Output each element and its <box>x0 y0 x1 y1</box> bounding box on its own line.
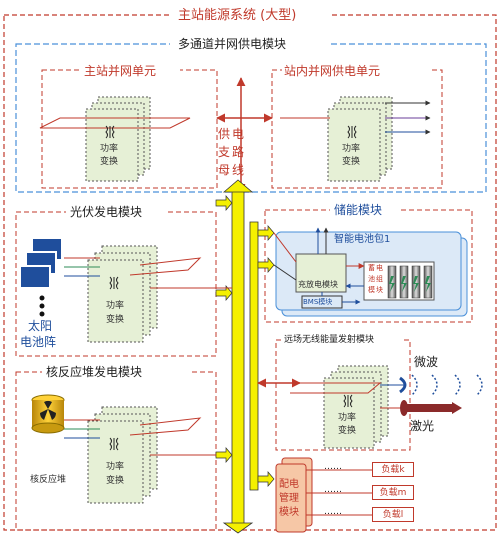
converter-label-pv-2: 变换 <box>106 315 125 325</box>
pv-converter-stack <box>64 245 232 343</box>
bus-label-4: 路 <box>232 145 245 159</box>
battery-group-label-3: 池 <box>368 275 375 283</box>
smart-battery-label: 智能电池包1 <box>334 234 391 245</box>
outer-frame <box>3 14 497 531</box>
converter-label-main-2: 变换 <box>100 157 119 167</box>
battery-group-label-2: 电 <box>376 264 383 272</box>
battery-group-label-4: 组 <box>376 275 383 283</box>
bus-label-5: 母 <box>218 163 231 177</box>
load-k: 负载k <box>372 462 414 477</box>
power-bus <box>231 189 245 526</box>
bus-label-2: 电 <box>232 127 245 141</box>
load-ellipsis-1: …… <box>324 462 342 472</box>
smart-battery-pack <box>273 227 468 317</box>
load-ellipsis-2: …… <box>324 485 342 495</box>
pv-module-title: 光伏发电模块 <box>70 205 143 219</box>
converter-label-station-1: 功率 <box>342 144 361 154</box>
converter-label-pv-1: 功率 <box>106 301 125 311</box>
converter-label-wireless-1: 功率 <box>338 413 357 423</box>
distribution-label-2: 管理 <box>279 493 299 504</box>
grid-module-title: 多通道并网供电模块 <box>178 37 287 51</box>
distribution-label-3: 模块 <box>279 507 299 518</box>
load-m: 负载m <box>372 485 414 500</box>
charge-discharge-label: 充放电模块 <box>298 280 338 289</box>
nuclear-converter-stack <box>64 406 216 504</box>
battery-group-label-5: 模 <box>368 286 375 294</box>
converter-label-station-2: 变换 <box>342 157 361 167</box>
solar-panel-icon <box>19 237 63 317</box>
station-grid-converter-stack <box>280 96 431 182</box>
transformer-icon <box>105 125 357 451</box>
bus-label-6: 线 <box>232 163 245 177</box>
nuclear-module-title: 核反应堆发电模块 <box>46 365 143 379</box>
main-grid-unit-title: 主站并网单元 <box>84 64 157 78</box>
converter-label-wireless-2: 变换 <box>338 426 357 436</box>
storage-module-title: 储能模块 <box>334 203 383 217</box>
wireless-converter-stack <box>290 365 405 449</box>
page-title: 主站能源系统 (大型) <box>178 8 297 23</box>
solar-array-label-2: 电池阵 <box>20 335 57 349</box>
reactor-icon <box>31 394 65 434</box>
wireless-module-title: 远场无线能量发射模块 <box>284 335 375 345</box>
main-grid-unit-frame <box>41 69 218 189</box>
microwave-emitter-icon <box>399 374 483 396</box>
bus-label-3: 支 <box>218 145 231 159</box>
microwave-label: 微波 <box>414 355 439 369</box>
converter-label-nuclear-2: 变换 <box>106 476 125 486</box>
battery-group-label-6: 块 <box>376 286 383 294</box>
distribution-label-1: 配电 <box>279 479 299 490</box>
laser-label: 激光 <box>410 419 435 433</box>
reactor-label: 核反应堆 <box>30 475 67 485</box>
station-grid-unit-title: 站内并网供电单元 <box>284 64 381 78</box>
converter-label-main-1: 功率 <box>100 144 119 154</box>
solar-array-label-1: 太阳 <box>28 319 53 333</box>
bms-label: BMS模块 <box>303 298 333 306</box>
bus-label-1: 供 <box>218 127 231 141</box>
converter-label-nuclear-1: 功率 <box>106 462 125 472</box>
main-grid-converter-stack <box>39 96 191 182</box>
load-l: 负载l <box>372 507 414 522</box>
battery-group-label-1: 蓄 <box>368 264 375 272</box>
laser-emitter-icon <box>400 400 462 416</box>
load-ellipsis-3: …… <box>324 507 342 517</box>
distribution-box <box>275 457 372 533</box>
